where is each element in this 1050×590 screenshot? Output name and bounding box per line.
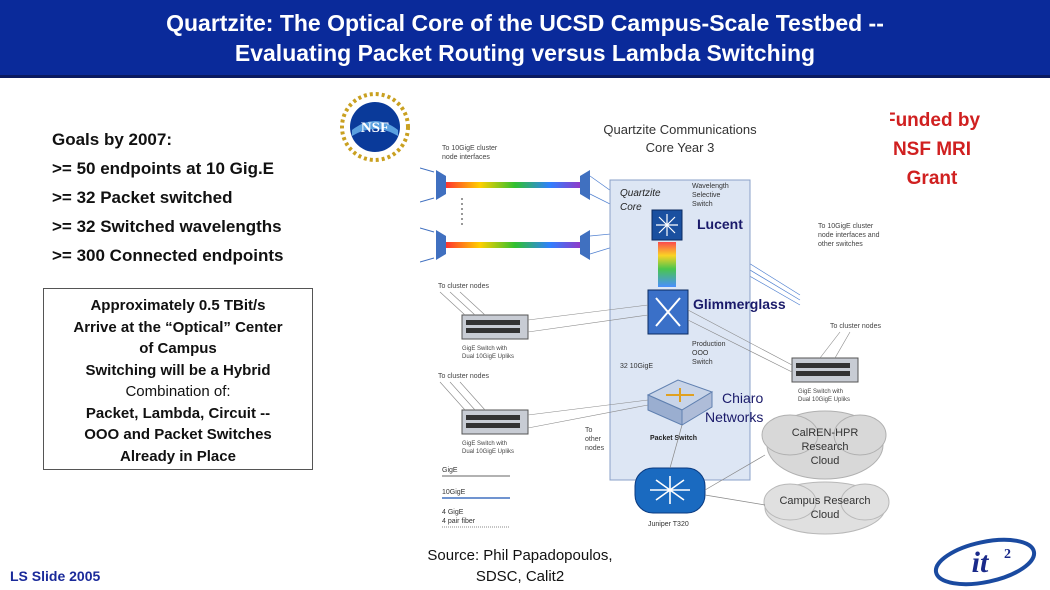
quartzite-network-diagram: Quartzite Communications Core Year 3 To …	[420, 110, 890, 535]
approx-line: Arrive at the “Optical” Center	[73, 318, 283, 336]
core-label: Quartzite	[620, 188, 661, 199]
approx-line: Packet, Lambda, Circuit --	[85, 404, 271, 422]
svg-text:2: 2	[1004, 547, 1011, 562]
goal-item: >= 32 Packet switched	[52, 188, 233, 207]
calren-cloud-icon	[761, 410, 887, 480]
wss-label: Selective	[692, 192, 721, 199]
approx-line: OOO and Packet Switches	[84, 426, 272, 443]
gige-switch-label: GigE Switch with	[462, 441, 507, 447]
approx-line: Combination of:	[125, 383, 231, 400]
nsf-logo-icon: NSF	[340, 92, 410, 162]
source-line: Source: Phil Papadopoulos,	[427, 547, 613, 564]
goals-list: Goals by 2007: >= 50 endpoints at 10 Gig…	[52, 125, 283, 270]
mux-icon	[580, 230, 590, 260]
campus-cloud-icon	[763, 481, 890, 535]
funded-line: Funded by	[883, 110, 981, 131]
goal-item: >= 50 endpoints at 10 Gig.E	[52, 159, 275, 178]
legend-4gige: 4 GigE	[442, 509, 464, 516]
production-label: OOO	[692, 350, 709, 357]
mux-icon	[436, 170, 446, 200]
goals-heading: Goals by 2007:	[52, 130, 173, 149]
cluster-right-label: other switches	[818, 241, 863, 248]
mux-icon	[580, 170, 590, 200]
lambda-line	[445, 242, 585, 248]
source-line: SDSC, Calit2	[475, 568, 565, 585]
diagram-heading: Quartzite Communications	[603, 122, 757, 137]
goal-item: >= 32 Switched wavelengths	[52, 217, 282, 236]
to-other-label: other	[585, 436, 602, 443]
approx-line: Already in Place	[120, 447, 236, 465]
slide-footer-label: LS Slide 2005	[10, 568, 101, 584]
cluster-top-label: node interfaces	[442, 154, 490, 161]
gige-switch-icon	[461, 314, 529, 340]
calren-label: Cloud	[811, 455, 840, 467]
to-other-label: nodes	[585, 445, 605, 452]
calit2-logo-icon: it 2	[933, 537, 1037, 587]
gige-switch-label: Dual 10GigE Upliks	[462, 354, 514, 360]
production-label: Switch	[692, 359, 713, 366]
legend-fiber: 4 pair fiber	[442, 518, 476, 525]
gige-switch-label: GigE Switch with	[798, 389, 843, 395]
approx-box: Approximately 0.5 TBit/s Arrive at the “…	[43, 288, 313, 470]
calren-label: Research	[801, 441, 848, 453]
funded-line: NSF MRI	[892, 139, 972, 160]
diagram-subheading: Core Year 3	[646, 140, 715, 155]
to-other-label: To	[585, 427, 593, 434]
mux-icon	[436, 230, 446, 260]
nsf-logo-text: NSF	[361, 120, 389, 136]
legend-10gige: 10GigE	[442, 489, 466, 496]
slide-title: Quartzite: The Optical Core of the UCSD …	[0, 0, 1050, 78]
campus-label: Cloud	[811, 509, 840, 521]
gige-switch-label: Dual 10GigE Upliks	[798, 397, 850, 403]
lucent-label: Lucent	[697, 216, 743, 232]
title-line-1: Quartzite: The Optical Core of the UCSD …	[166, 10, 884, 36]
legend-gige: GigE	[442, 467, 458, 474]
campus-label: Campus Research	[779, 495, 870, 507]
title-line-2: Evaluating Packet Routing versus Lambda …	[234, 40, 816, 66]
approx-line: Approximately 0.5 TBit/s	[90, 297, 266, 314]
lambda-line	[445, 182, 585, 188]
juniper-label: Juniper T320	[648, 521, 689, 528]
source-credit: Source: Phil Papadopoulos, SDSC, Calit2	[385, 545, 655, 587]
to-cluster-label: To cluster nodes	[438, 373, 489, 380]
approx-line: of Campus	[139, 340, 217, 357]
lambda-bundle	[658, 242, 676, 287]
wss-label: Wavelength	[692, 183, 729, 190]
cluster-top-label: To 10GigE cluster	[442, 145, 498, 152]
goal-item: >= 300 Connected endpoints	[52, 246, 284, 265]
chiaro-label: Chiaro	[722, 390, 764, 406]
chiaro-label: Networks	[705, 409, 764, 425]
glimmerglass-label: Glimmerglass	[693, 296, 786, 312]
to-cluster-label: To cluster nodes	[830, 323, 881, 330]
cluster-right-label: To 10GigE cluster	[818, 223, 874, 230]
core-label: Core	[620, 202, 642, 213]
cluster-right-label: node interfaces and	[818, 232, 880, 239]
to-cluster-label: To cluster nodes	[438, 283, 489, 290]
gige-switch-icon	[791, 357, 859, 383]
gige-switch-label: GigE Switch with	[462, 346, 507, 352]
wss-label: Switch	[692, 201, 713, 208]
gige-switch-icon	[461, 409, 529, 435]
packet-switch-label: Packet Switch	[650, 435, 697, 442]
calit2-logo-text: it	[972, 546, 990, 579]
production-label: Production	[692, 341, 726, 348]
calren-label: CalREN-HPR	[792, 427, 859, 439]
approx-line: Switching will be a Hybrid	[85, 361, 271, 379]
funded-line: Grant	[906, 168, 958, 189]
ten-gige-label: 32 10GigE	[620, 363, 653, 370]
gige-switch-label: Dual 10GigE Upliks	[462, 449, 514, 455]
funded-note: Funded by NSF MRI Grant	[862, 106, 1002, 193]
